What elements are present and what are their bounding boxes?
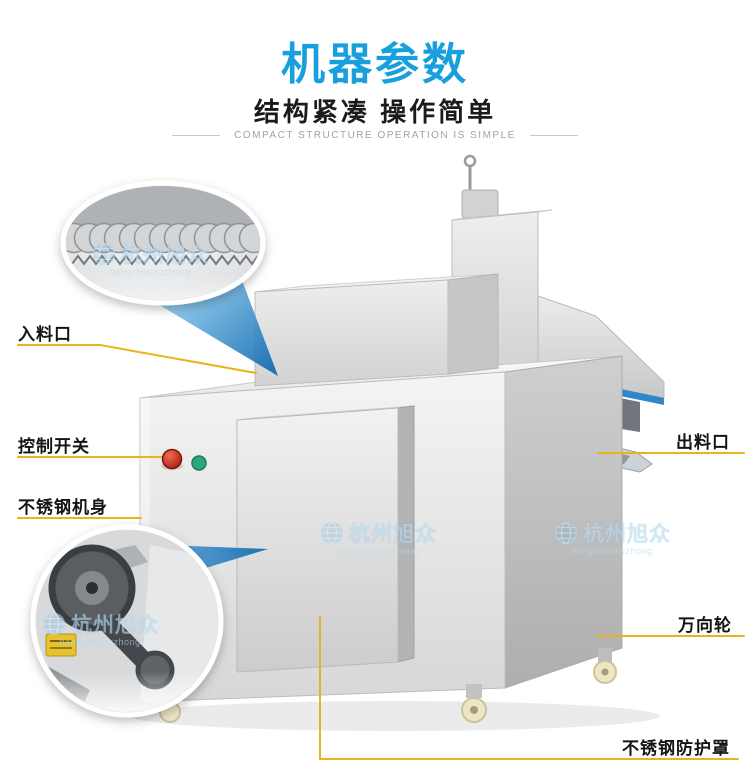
label-stainless-body: 不锈钢机身 (18, 498, 108, 517)
subtitle-divider: COMPACT STRUCTURE OPERATION IS SIMPLE (0, 130, 750, 141)
leader-line-guard (319, 616, 739, 760)
red-stop-button (161, 448, 183, 470)
page-subtitle-en: COMPACT STRUCTURE OPERATION IS SIMPLE (234, 130, 516, 141)
ground-shadow (130, 701, 660, 731)
leader-lines (17, 344, 745, 760)
page-subtitle: 结构紧凑 操作简单 (253, 97, 497, 127)
page-title: 机器参数 (281, 40, 469, 89)
detail-callout-drive (30, 524, 224, 718)
divider-line-right (529, 135, 578, 136)
feed-housing (254, 273, 499, 387)
green-power-button (191, 455, 207, 471)
label-guard: 不锈钢防护罩 (622, 739, 730, 758)
control-buttons (161, 448, 207, 471)
label-control-switch: 控制开关 (18, 437, 90, 456)
label-caster: 万向轮 (678, 616, 732, 635)
label-outlet: 出料口 (676, 433, 730, 452)
machine-body (139, 154, 665, 723)
front-door-cover (236, 405, 415, 673)
label-inlet: 入料口 (18, 325, 72, 344)
leader-line-inlet (17, 344, 257, 374)
divider-line-left (172, 135, 221, 136)
